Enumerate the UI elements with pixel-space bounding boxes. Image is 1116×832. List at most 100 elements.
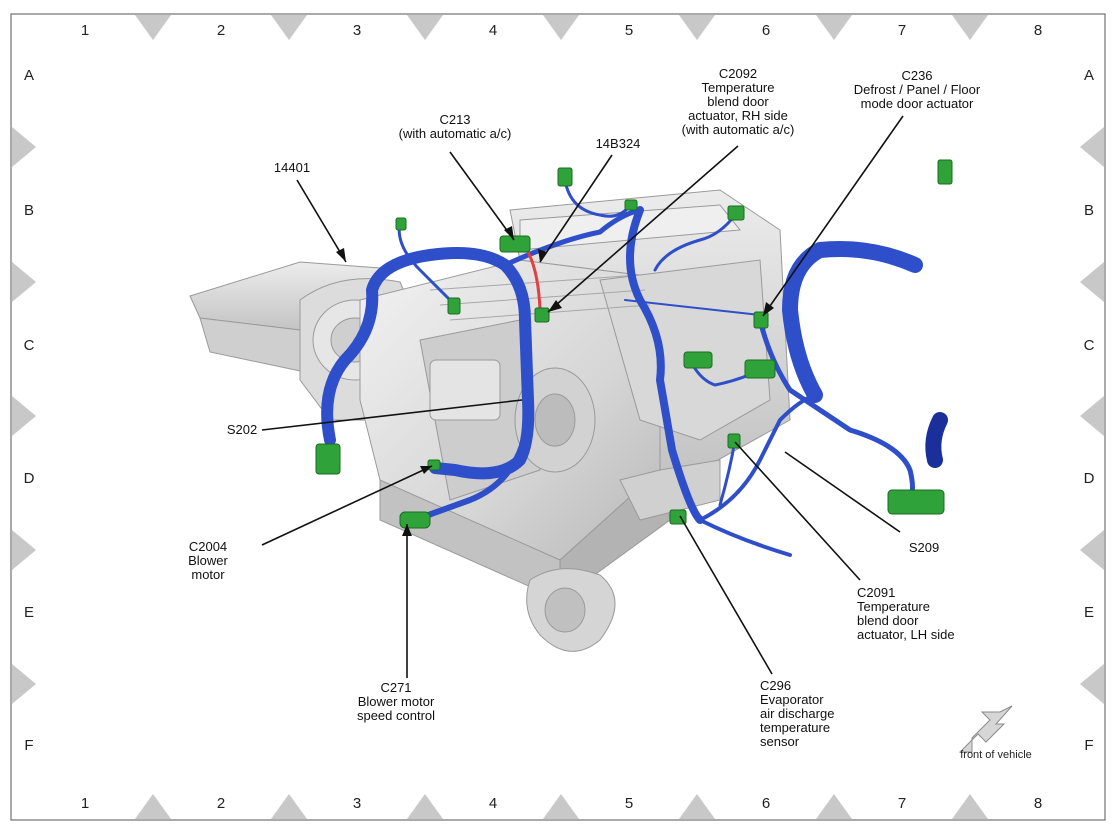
grid-row-label: E <box>1084 604 1094 621</box>
leader-arrowheads <box>336 226 774 536</box>
grid-marker <box>407 794 443 819</box>
callout-line: C236 <box>901 68 932 83</box>
grid-marker <box>407 15 443 40</box>
leader-c236 <box>762 115 904 317</box>
callout-line: sensor <box>760 734 800 749</box>
connector-cluster-2 <box>744 359 776 379</box>
callout-line: temperature <box>760 720 830 735</box>
grid-marker <box>543 794 579 819</box>
grid-row-label: B <box>24 202 34 219</box>
callout-line: Temperature <box>857 599 930 614</box>
connectors <box>315 159 953 529</box>
callout-line: Defrost / Panel / Floor <box>854 82 981 97</box>
grid-marker <box>135 15 171 40</box>
callout-line: Evaporator <box>760 692 824 707</box>
grid-column-label: 7 <box>898 22 906 39</box>
grid-column-label: 2 <box>217 795 225 812</box>
connector-far-right <box>887 489 945 515</box>
grid-row-label: F <box>24 737 33 754</box>
callout-line: motor <box>191 567 225 582</box>
grid-marker <box>1080 127 1104 167</box>
callout-line: Blower <box>188 553 228 568</box>
callout-line: (with automatic a/c) <box>682 122 795 137</box>
connector-cluster-1 <box>683 351 713 369</box>
front-of-vehicle-indicator: front of vehicle <box>958 705 1032 761</box>
grid-marker <box>12 396 36 436</box>
grid-row-label: C <box>1084 337 1095 354</box>
front-arrow-icon <box>958 705 1013 753</box>
connector-c213 <box>499 235 531 253</box>
grid-column-label: 7 <box>898 795 906 812</box>
connector-blower-left <box>315 443 341 475</box>
callout-line: Temperature <box>702 80 775 95</box>
grid-row-label: D <box>24 470 35 487</box>
grid-column-label: 1 <box>81 22 89 39</box>
callout-line: speed control <box>357 708 435 723</box>
callout-line: blend door <box>857 613 919 628</box>
grid-marker <box>543 15 579 40</box>
grid-row-label: F <box>1084 737 1093 754</box>
connector-c271 <box>399 511 431 529</box>
front-of-vehicle-label: front of vehicle <box>960 749 1032 761</box>
connector-branch-mid <box>447 297 461 315</box>
connector-branch-left <box>395 217 407 231</box>
callout-line: blend door <box>707 94 769 109</box>
grid-marker <box>679 794 715 819</box>
callout-line: S209 <box>909 540 939 555</box>
leader-c213 <box>449 151 515 241</box>
connector-top-right <box>727 205 745 221</box>
grid-column-label: 1 <box>81 795 89 812</box>
grid-marker <box>1080 262 1104 302</box>
grid-row-label: B <box>1084 202 1094 219</box>
connector-c236 <box>753 311 769 329</box>
callout-line: actuator, RH side <box>688 108 788 123</box>
callout-n14401: 14401 <box>274 160 310 175</box>
callout-line: Blower motor <box>358 694 435 709</box>
callout-line: 14B324 <box>596 136 641 151</box>
grid-column-label: 2 <box>217 22 225 39</box>
leader-14401 <box>296 179 347 263</box>
leader-14b324 <box>539 154 613 263</box>
grid-marker <box>1080 396 1104 436</box>
grid-row-label: C <box>24 337 35 354</box>
leader-c2004 <box>261 465 433 546</box>
grid-marker <box>952 794 988 819</box>
grid-marker <box>1080 664 1104 704</box>
callout-s209: S209 <box>909 540 939 555</box>
grid-row-label: D <box>1084 470 1095 487</box>
grid-column-label: 3 <box>353 22 361 39</box>
leader-s202 <box>261 399 523 431</box>
callout-n14b324: 14B324 <box>596 136 641 151</box>
grid-marker <box>952 15 988 40</box>
connector-c2004 <box>427 459 441 471</box>
leader-c2091 <box>734 441 861 581</box>
callout-line: C213 <box>439 112 470 127</box>
callout-line: mode door actuator <box>861 96 974 111</box>
leader-lines <box>261 115 904 678</box>
grid-marker <box>679 15 715 40</box>
diagram-frame <box>10 13 1106 821</box>
grid-column-label: 5 <box>625 795 633 812</box>
grid-marker <box>12 262 36 302</box>
grid-markers <box>12 15 1104 819</box>
callout-line: air discharge <box>760 706 834 721</box>
callout-line: C2092 <box>719 66 757 81</box>
grid-marker <box>12 664 36 704</box>
leader-s209 <box>784 451 901 533</box>
callout-line: 14401 <box>274 160 310 175</box>
grid-column-label: 4 <box>489 795 497 812</box>
grid-column-label: 8 <box>1034 22 1042 39</box>
grid-marker <box>271 15 307 40</box>
grid-marker <box>12 127 36 167</box>
